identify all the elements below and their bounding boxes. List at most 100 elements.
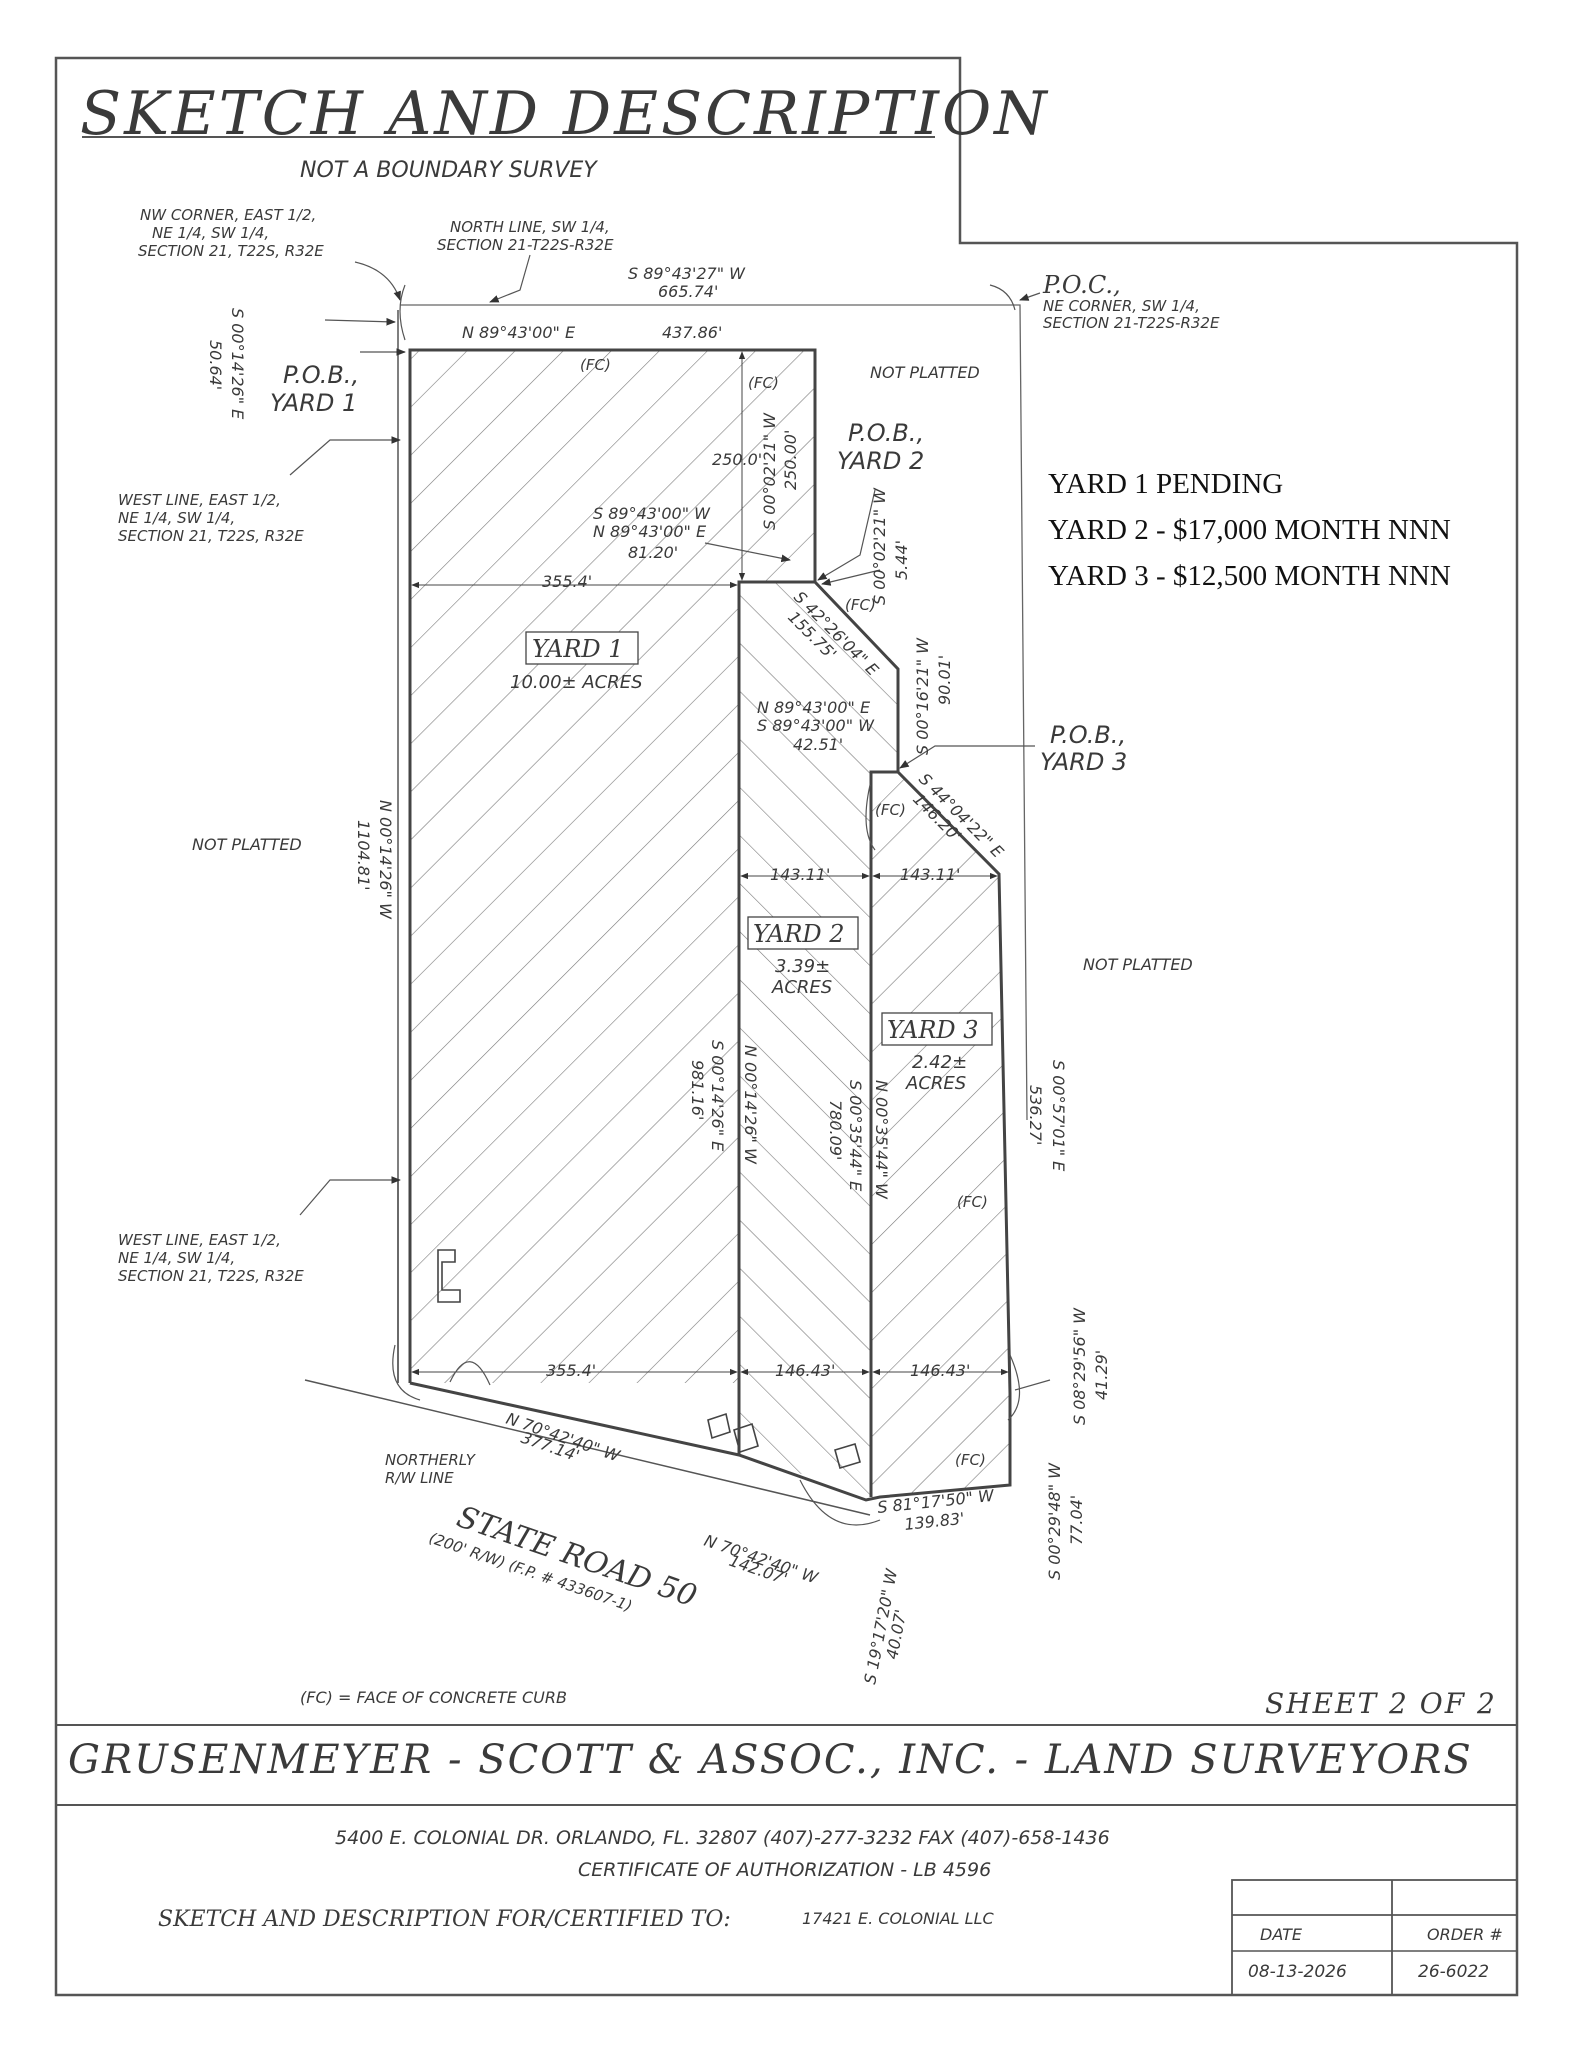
leader-short <box>821 569 881 586</box>
call-top-dist: 437.86' <box>662 323 722 342</box>
yard-3-area-2: ACRES <box>905 1073 966 1094</box>
leader-poc <box>1019 292 1041 301</box>
call-width-355-top: 355.4' <box>542 572 592 591</box>
call-north-dist: 665.74' <box>658 282 718 301</box>
call-dim-250: 250.0' <box>712 450 762 469</box>
company-name: GRUSENMEYER - SCOTT & ASSOC., INC. - LAN… <box>68 1737 1473 1783</box>
info-table: DATE 08-13-2026 ORDER # 26-6022 <box>1231 1879 1518 1996</box>
yard-1-east-line <box>737 580 815 1455</box>
leader-north-line <box>489 254 531 303</box>
sheet-number: SHEET 2 OF 2 <box>1265 1687 1497 1720</box>
svg-text:NE CORNER, SW 1/4,: NE CORNER, SW 1/4, <box>1043 297 1200 315</box>
call-east3-brg: S 00°57'01" E <box>1049 1060 1068 1172</box>
call-east2-brg: S 00°16'21" W <box>913 637 932 755</box>
svg-text:YARD 2: YARD 2 <box>837 447 924 475</box>
sheet-border <box>54 56 1519 1997</box>
yard-2-area-1: 3.39± <box>775 956 830 977</box>
svg-text:SECTION 21-T22S-R32E: SECTION 21-T22S-R32E <box>437 236 614 254</box>
call-north-brg: S 89°43'27" W <box>628 264 746 283</box>
section-line <box>400 304 1028 1121</box>
svg-text:NORTHERLY: NORTHERLY <box>385 1451 477 1469</box>
leader-pob2 <box>817 489 876 581</box>
call-w143b: 143.11' <box>900 865 960 884</box>
pricing-yard3: YARD 3 - $12,500 MONTH NNN <box>1048 560 1451 592</box>
yard-2-east-line <box>869 770 898 1497</box>
svg-text:WEST LINE, EAST 1/2,: WEST LINE, EAST 1/2, <box>118 1231 281 1249</box>
page-subtitle: NOT A BOUNDARY SURVEY <box>300 158 598 183</box>
order-label: ORDER # <box>1427 1925 1503 1944</box>
certified-label: SKETCH AND DESCRIPTION FOR/CERTIFIED TO: <box>158 1907 731 1932</box>
leader-pob3 <box>899 745 1035 769</box>
curb-arc-sw <box>392 1344 421 1401</box>
svg-text:P.O.B.,: P.O.B., <box>283 361 359 389</box>
svg-text:YARD 3: YARD 3 <box>1040 748 1127 776</box>
call-jog-dist: 81.20' <box>628 543 678 562</box>
note-pob-yard3: P.O.B., YARD 3 <box>1040 721 1127 776</box>
call-mid3-brg: S 00°35'44" E <box>846 1080 865 1192</box>
svg-text:YARD 1: YARD 1 <box>270 389 357 417</box>
call-w143a: 143.11' <box>770 865 830 884</box>
yard-2-label-box <box>747 916 859 950</box>
yard-1-label-box <box>525 631 639 665</box>
call-east-y1-dist: 250.00' <box>781 430 800 490</box>
fc-legend: (FC) = FACE OF CONCRETE CURB <box>300 1688 567 1707</box>
note-pob-yard2: P.O.B., YARD 2 <box>837 419 924 475</box>
svg-text:NE 1/4, SW 1/4,: NE 1/4, SW 1/4, <box>118 509 235 527</box>
yard-3-area-1: 2.42± <box>912 1052 967 1073</box>
call-east2-dist: 90.01' <box>935 655 954 705</box>
svg-text:WEST LINE, EAST 1/2,: WEST LINE, EAST 1/2, <box>118 491 281 509</box>
yard-3-label: YARD 3 <box>887 1016 979 1044</box>
yard-1-label: YARD 1 <box>532 635 624 663</box>
yard-2-area-2: ACRES <box>771 977 832 998</box>
page-title: SKETCH AND DESCRIPTION <box>80 79 1050 149</box>
yard-2-label: YARD 2 <box>753 920 845 948</box>
svg-text:NORTH LINE, SW 1/4,: NORTH LINE, SW 1/4, <box>450 218 610 236</box>
note-west-line-lower: WEST LINE, EAST 1/2, NE 1/4, SW 1/4, SEC… <box>118 1231 304 1285</box>
curb-arc-ne <box>989 284 1016 311</box>
svg-text:P.O.B.,: P.O.B., <box>1050 721 1126 749</box>
structure-west <box>437 1249 461 1303</box>
call-se1-brg: S 08°29'56" W <box>1070 1307 1089 1425</box>
date-value: 08-13-2026 <box>1248 1962 1347 1982</box>
leader-west-line-lower <box>299 1176 401 1216</box>
svg-text:(FC): (FC) <box>957 1193 988 1211</box>
svg-text:SECTION 21, T22S, R32E: SECTION 21, T22S, R32E <box>118 1267 304 1285</box>
svg-text:P.O.C.,: P.O.C., <box>1042 271 1121 299</box>
not-platted-ne: NOT PLATTED <box>870 363 980 382</box>
curb-arc-nw <box>399 284 406 341</box>
date-label: DATE <box>1260 1925 1303 1944</box>
note-west-line-upper: WEST LINE, EAST 1/2, NE 1/4, SW 1/4, SEC… <box>118 491 304 545</box>
svg-text:SECTION 21, T22S, R32E: SECTION 21, T22S, R32E <box>118 527 304 545</box>
fc-labels: (FC) (FC) (FC) (FC) (FC) (FC) <box>580 356 988 1469</box>
note-nw-corner: NW CORNER, EAST 1/2, NE 1/4, SW 1/4, SEC… <box>138 206 324 260</box>
call-west-dist: 1104.81' <box>354 820 373 891</box>
structure-south-a <box>707 1412 759 1454</box>
call-mid1-dist: 981.16' <box>688 1060 707 1120</box>
call-jog2-brg1: N 89°43'00" E <box>757 698 871 717</box>
call-west-top-dist: 50.64' <box>206 340 225 390</box>
order-value: 26-6022 <box>1418 1962 1489 1982</box>
svg-text:(FC): (FC) <box>845 596 876 614</box>
yard-3-parcel <box>871 772 1010 1497</box>
call-east-y1-brg: S 00°02'21" W <box>760 412 779 530</box>
yard-1-parcel <box>410 350 815 1383</box>
pricing-yard1: YARD 1 PENDING <box>1048 468 1283 500</box>
call-west-brg: N 00°14'26" W <box>376 800 395 920</box>
note-northerly-rw: NORTHERLY R/W LINE <box>385 1451 477 1487</box>
note-pob-yard1: P.O.B., YARD 1 <box>270 361 359 417</box>
curb-arc-south <box>799 1479 881 1526</box>
not-platted-west: NOT PLATTED <box>192 835 302 854</box>
call-east3-dist: 536.27' <box>1026 1085 1045 1145</box>
call-top-brg: N 89°43'00" E <box>462 323 576 342</box>
call-jog2-brg2: S 89°43'00" W <box>757 716 875 735</box>
call-se2-dist: 77.04' <box>1067 1495 1086 1545</box>
leader-jog <box>704 542 791 563</box>
yard-1-area: 10.00± ACRES <box>510 672 643 693</box>
svg-text:(FC): (FC) <box>748 374 779 392</box>
curb-arc-driveway <box>449 1361 491 1386</box>
not-platted-east: NOT PLATTED <box>1083 955 1193 974</box>
yard-3-label-box <box>881 1012 993 1046</box>
call-jog-brg1: S 89°43'00" W <box>593 504 711 523</box>
curb-arc-yard3 <box>865 784 876 851</box>
